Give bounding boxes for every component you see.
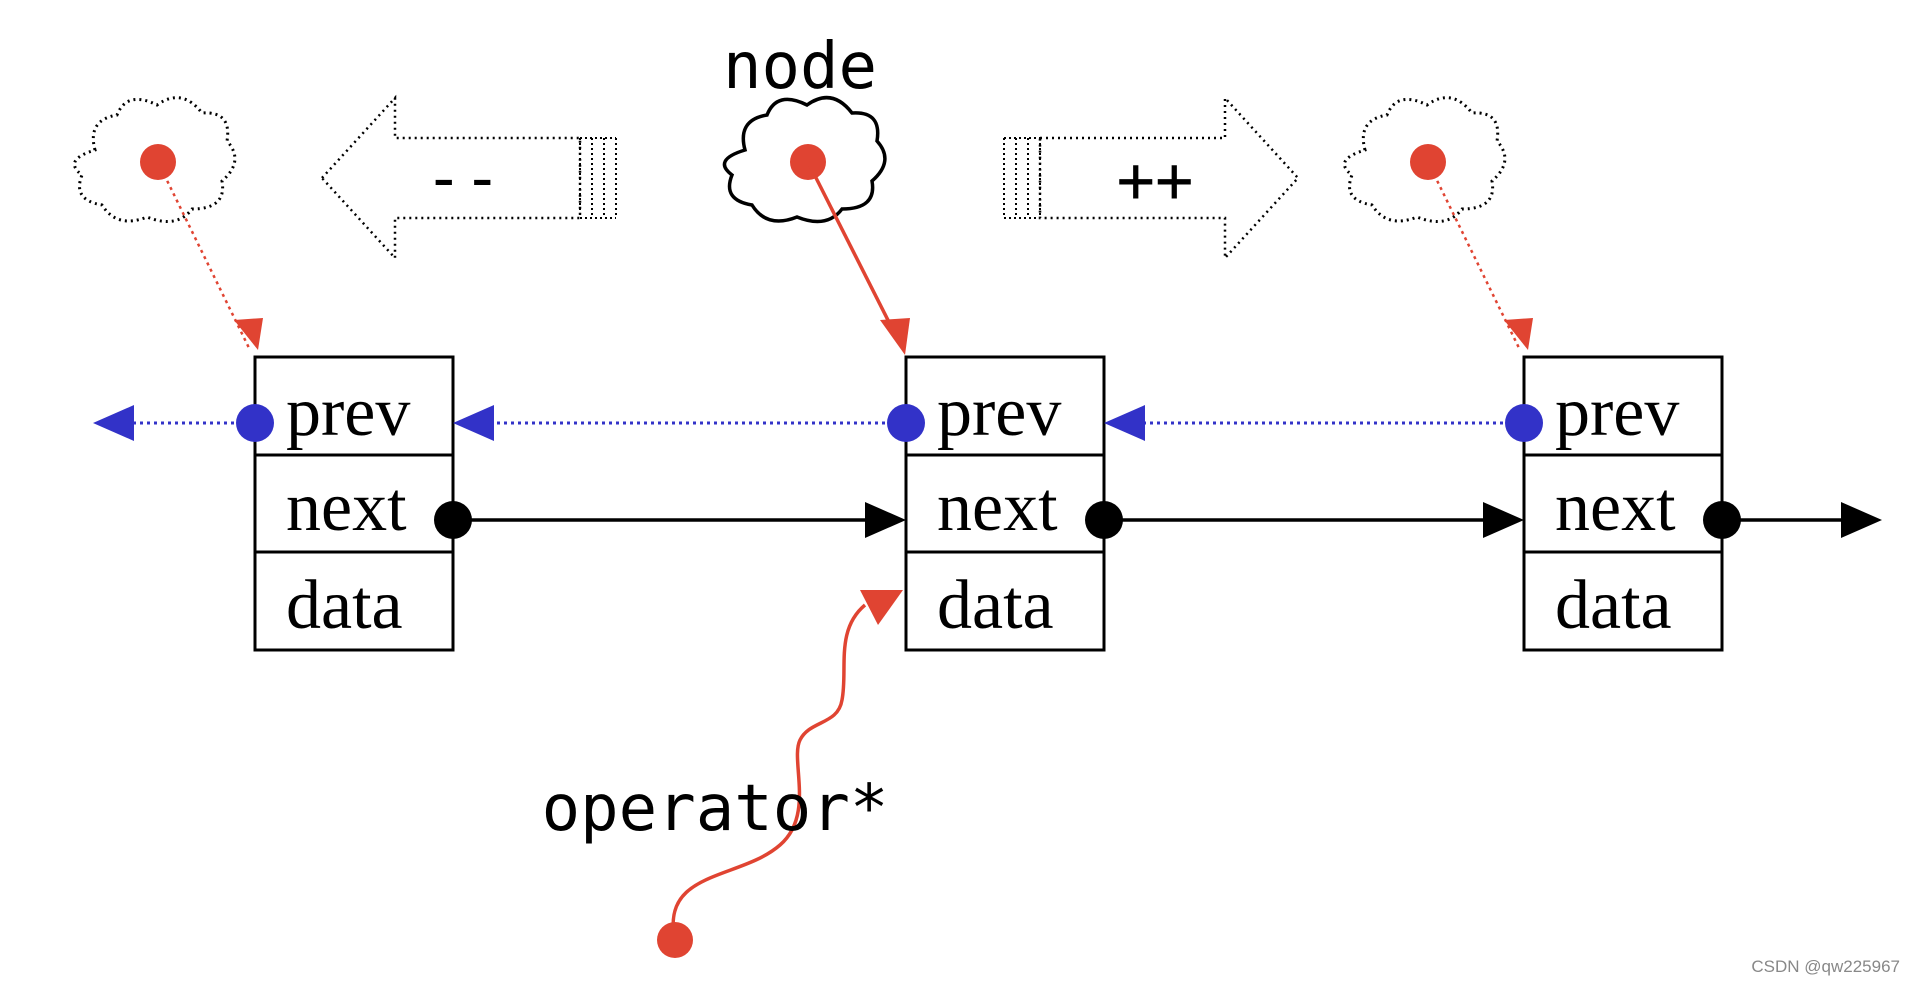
list-node-3: prev next data bbox=[1522, 355, 1724, 652]
increment-arrow: ++ bbox=[1003, 94, 1300, 262]
node-label: node bbox=[723, 30, 877, 104]
increment-label: ++ bbox=[1116, 144, 1193, 218]
pointer-dot bbox=[657, 922, 693, 958]
node-field-prev: prev bbox=[1555, 374, 1679, 451]
list-node-1: prev next data bbox=[253, 355, 455, 652]
node-field-next: next bbox=[937, 469, 1058, 546]
ghost-next-pointer-cloud bbox=[1342, 96, 1507, 223]
next-links bbox=[434, 501, 1882, 539]
list-node-2: prev next data bbox=[904, 355, 1106, 652]
watermark: CSDN @qw225967 bbox=[1751, 957, 1900, 976]
node-field-data: data bbox=[286, 567, 403, 644]
ghost-prev-pointer-cloud bbox=[72, 96, 237, 223]
node-field-data: data bbox=[937, 567, 1054, 644]
node-field-next: next bbox=[1555, 469, 1676, 546]
node-field-prev: prev bbox=[286, 374, 410, 451]
decrement-label: -- bbox=[424, 142, 501, 216]
node-pointer-cloud bbox=[722, 95, 887, 224]
operator-label: operator* bbox=[542, 772, 889, 846]
operator-deref-pointer bbox=[657, 590, 903, 958]
node-field-prev: prev bbox=[937, 374, 1061, 451]
node-field-next: next bbox=[286, 469, 407, 546]
node-field-data: data bbox=[1555, 567, 1672, 644]
node-pointer-arrow bbox=[806, 161, 900, 341]
prev-links bbox=[93, 404, 1543, 442]
decrement-arrow: -- bbox=[320, 94, 617, 262]
